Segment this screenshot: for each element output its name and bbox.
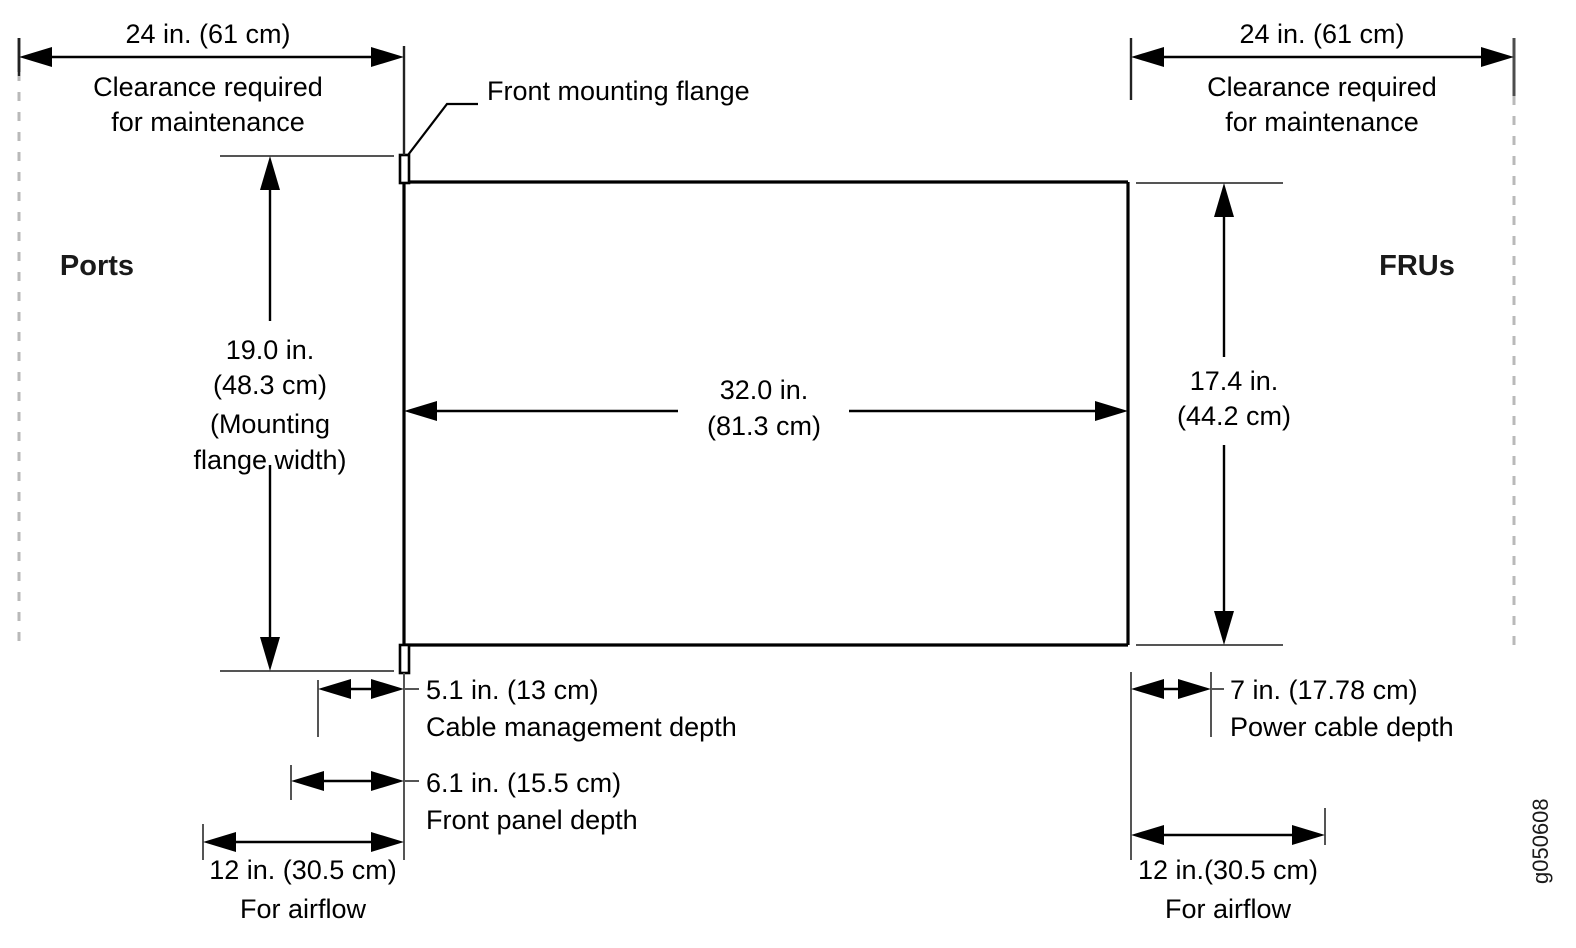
power-cable-depth-label: Power cable depth (1230, 712, 1454, 742)
dimension-front-panel-depth: 6.1 in. (15.5 cm) Front panel depth (290, 765, 638, 835)
cable-management-depth-label: Cable management depth (426, 712, 737, 742)
dimension-left-height: 19.0 in. (48.3 cm) (Mounting flange widt… (193, 155, 394, 672)
center-width-line1: 32.0 in. (720, 375, 809, 405)
left-airflow-label: For airflow (240, 894, 367, 924)
front-panel-depth-value: 6.1 in. (15.5 cm) (426, 768, 621, 798)
cable-management-depth-value: 5.1 in. (13 cm) (426, 675, 599, 705)
left-airflow-value: 12 in. (30.5 cm) (209, 855, 397, 885)
dimension-right-height: 17.4 in. (44.2 cm) (1136, 182, 1291, 646)
top-left-clearance-line2: for maintenance (111, 107, 305, 137)
right-airflow-value: 12 in.(30.5 cm) (1138, 855, 1318, 885)
dimension-right-airflow: 12 in.(30.5 cm) For airflow (1131, 808, 1326, 924)
top-right-clearance-value: 24 in. (61 cm) (1239, 19, 1404, 49)
left-height-line1: 19.0 in. (226, 335, 315, 365)
power-cable-depth-value: 7 in. (17.78 cm) (1230, 675, 1418, 705)
dimension-power-cable-depth: 7 in. (17.78 cm) Power cable depth (1130, 672, 1454, 860)
left-height-line4: flange width) (193, 445, 346, 475)
dimension-top-right-clearance: 24 in. (61 cm) Clearance required for ma… (1129, 19, 1514, 137)
chassis-outline (402, 180, 1130, 647)
center-width-line2: (81.3 cm) (707, 411, 821, 441)
left-height-line2: (48.3 cm) (213, 370, 327, 400)
dimension-cable-management-depth: 5.1 in. (13 cm) Cable management depth (317, 675, 737, 742)
dimension-top-left-clearance: 24 in. (61 cm) Clearance required for ma… (17, 19, 404, 137)
right-height-line2: (44.2 cm) (1177, 401, 1291, 431)
dimension-left-airflow: 12 in. (30.5 cm) For airflow (202, 824, 404, 924)
front-panel-depth-label: Front panel depth (426, 805, 638, 835)
callout-front-mounting-flange: Front mounting flange (407, 76, 750, 156)
front-mounting-flange-label: Front mounting flange (487, 76, 750, 106)
right-height-line1: 17.4 in. (1190, 366, 1279, 396)
left-height-line3: (Mounting (210, 409, 330, 439)
top-right-clearance-line2: for maintenance (1225, 107, 1419, 137)
figure-id-label: g050608 (1528, 798, 1553, 884)
dimension-center-width: 32.0 in. (81.3 cm) (404, 375, 1128, 441)
region-label-ports: Ports (60, 250, 134, 282)
top-left-clearance-value: 24 in. (61 cm) (125, 19, 290, 49)
top-left-clearance-line1: Clearance required (93, 72, 323, 102)
region-label-frus: FRUs (1379, 250, 1455, 282)
top-right-clearance-line1: Clearance required (1207, 72, 1437, 102)
right-airflow-label: For airflow (1165, 894, 1292, 924)
